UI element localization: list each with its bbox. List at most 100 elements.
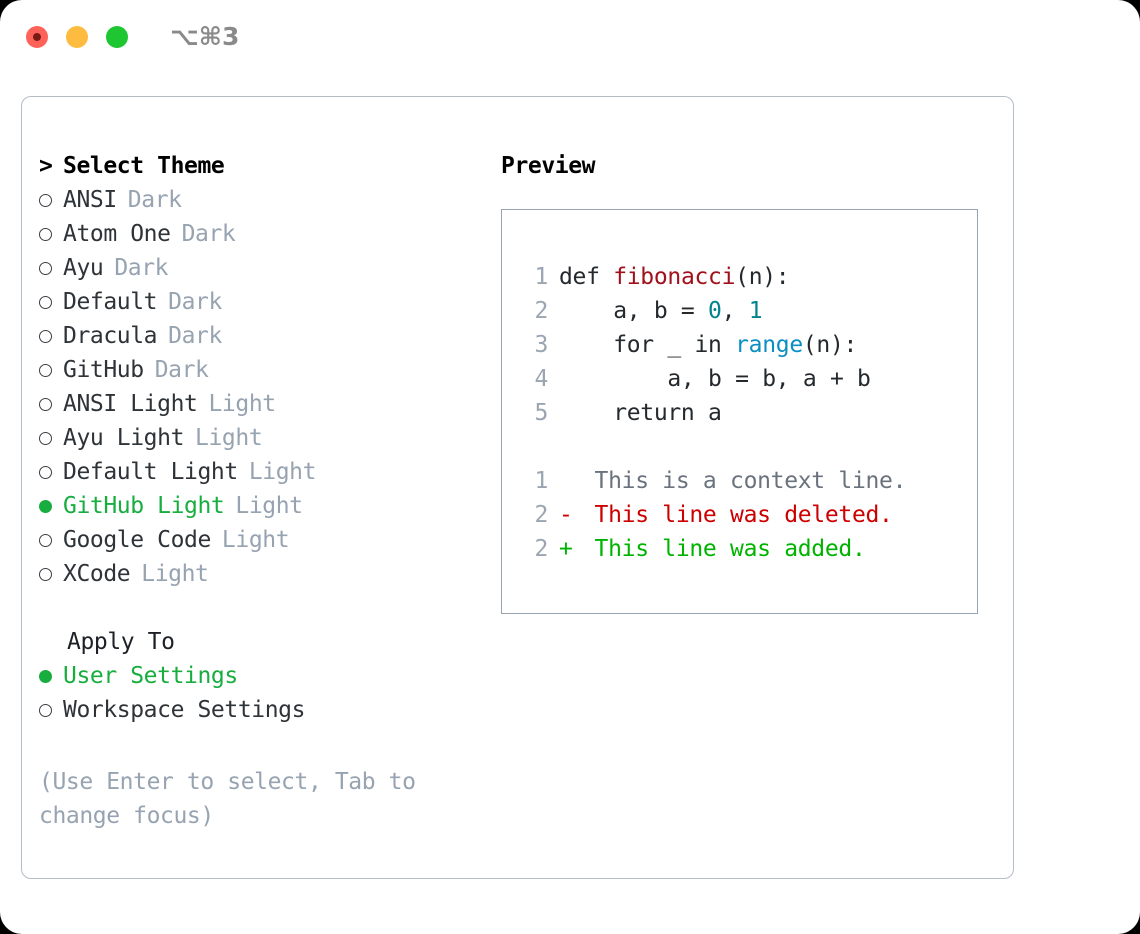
- apply-to-header: Apply To: [67, 629, 175, 655]
- code-line-content: a, b = b, a + b: [559, 362, 871, 396]
- code-token: range: [735, 332, 803, 358]
- code-line-content: return a: [559, 396, 722, 430]
- theme-name-label: Atom One: [63, 221, 171, 247]
- code-line: 1 def fibonacci(n):: [502, 260, 977, 294]
- diff-line: 2- This line was deleted.: [502, 498, 977, 532]
- theme-name-label: Ayu: [63, 255, 104, 281]
- theme-name-label: Google Code: [63, 527, 211, 553]
- code-line: 5 return a: [502, 396, 977, 430]
- apply-to-label: Workspace Settings: [63, 697, 306, 723]
- radio-unselected-icon[interactable]: [39, 227, 63, 241]
- theme-variant-tag: Light: [248, 459, 317, 485]
- code-token: for _ in: [559, 332, 736, 358]
- title-bar: ⌥⌘3: [0, 0, 1140, 78]
- code-token: (n):: [802, 332, 858, 358]
- radio-unselected-icon[interactable]: [39, 567, 63, 581]
- theme-list-item[interactable]: Atom One Dark: [39, 217, 469, 251]
- diff-line: 1 This is a context line.: [502, 464, 977, 498]
- line-number: 1: [534, 264, 548, 290]
- code-token: ,: [721, 298, 749, 324]
- radio-unselected-icon[interactable]: [39, 295, 63, 309]
- theme-variant-tag: Dark: [168, 289, 222, 315]
- theme-variant-tag: Dark: [181, 221, 236, 247]
- theme-list-item[interactable]: Dracula Dark: [39, 319, 469, 353]
- line-number: 2: [534, 536, 548, 562]
- radio-unselected-icon[interactable]: [39, 431, 63, 445]
- theme-variant-tag: Dark: [127, 187, 182, 213]
- radio-unselected-icon[interactable]: [39, 465, 63, 479]
- apply-to-option[interactable]: Workspace Settings: [39, 693, 469, 727]
- diff-line: 2 + This line was added.: [502, 532, 977, 566]
- theme-variant-tag: Light: [208, 391, 276, 417]
- radio-unselected-icon[interactable]: [39, 329, 63, 343]
- code-line-content: a, b = 0, 1: [559, 294, 762, 328]
- apply-to-option[interactable]: User Settings: [39, 659, 469, 693]
- theme-variant-tag: Dark: [168, 323, 222, 349]
- keyboard-hint-text: (Use Enter to select, Tab to change focu…: [39, 769, 416, 829]
- code-line: 4 a, b = b, a + b: [502, 362, 977, 396]
- code-token: 0: [708, 298, 722, 324]
- close-button-icon[interactable]: [26, 26, 48, 48]
- theme-list-item[interactable]: Default Dark: [39, 285, 469, 319]
- apply-to-label: User Settings: [63, 663, 238, 689]
- preview-title: Preview: [501, 153, 596, 179]
- theme-name-label: Ayu Light: [63, 425, 185, 451]
- code-line: 2 a, b = 0, 1: [502, 294, 977, 328]
- code-line-content: for _ in range(n):: [559, 328, 857, 362]
- theme-list-item[interactable]: Ayu Dark: [39, 251, 469, 285]
- theme-variant-tag: Light: [235, 493, 303, 519]
- zoom-button-icon[interactable]: [106, 26, 128, 48]
- keyboard-shortcut-label: ⌥⌘3: [170, 22, 240, 51]
- radio-unselected-icon[interactable]: [39, 703, 63, 717]
- theme-name-label: GitHub: [63, 357, 144, 383]
- theme-variant-tag: Dark: [154, 357, 209, 383]
- theme-name-label: Dracula: [63, 323, 158, 349]
- theme-name-label: Default Light: [63, 459, 238, 485]
- theme-variant-tag: Light: [195, 425, 263, 451]
- theme-list-item[interactable]: Default Light Light: [39, 455, 469, 489]
- theme-list-item[interactable]: XCode Light: [39, 557, 469, 591]
- theme-variant-tag: Dark: [114, 255, 169, 281]
- code-token: return a: [559, 400, 722, 426]
- code-token: (n):: [735, 264, 790, 290]
- prompt-caret-icon: >: [39, 153, 53, 179]
- theme-name-label: Default: [63, 289, 158, 315]
- theme-name-label: XCode: [63, 561, 131, 587]
- theme-list-item[interactable]: Google Code Light: [39, 523, 469, 557]
- theme-picker-title: Select Theme: [63, 153, 225, 179]
- theme-variant-tag: Light: [221, 527, 290, 553]
- diff-marker: [559, 464, 581, 498]
- code-token: a, b = b, a + b: [559, 366, 871, 392]
- code-line: 3 for _ in range(n):: [502, 328, 977, 362]
- minimize-button-icon[interactable]: [66, 26, 88, 48]
- diff-marker: +: [559, 536, 573, 562]
- diff-line-text: This line was added.: [581, 536, 866, 562]
- radio-selected-icon[interactable]: [39, 499, 63, 513]
- radio-unselected-icon[interactable]: [39, 261, 63, 275]
- theme-list-item[interactable]: GitHub Dark: [39, 353, 469, 387]
- radio-unselected-icon[interactable]: [39, 193, 63, 207]
- radio-unselected-icon[interactable]: [39, 533, 63, 547]
- radio-unselected-icon[interactable]: [39, 363, 63, 377]
- code-token: def: [559, 264, 614, 290]
- line-number: 2: [534, 502, 548, 528]
- line-number: 3: [534, 332, 548, 358]
- theme-picker-header: > Select Theme: [39, 149, 469, 183]
- theme-list-item[interactable]: ANSI Light Light: [39, 387, 469, 421]
- diff-marker: -: [559, 502, 573, 528]
- theme-name-label: ANSI Light: [63, 391, 198, 417]
- theme-list-item[interactable]: Ayu Light Light: [39, 421, 469, 455]
- code-token: fibonacci: [613, 264, 736, 290]
- radio-unselected-icon[interactable]: [39, 397, 63, 411]
- radio-selected-icon[interactable]: [39, 669, 63, 683]
- theme-variant-tag: Light: [141, 561, 209, 587]
